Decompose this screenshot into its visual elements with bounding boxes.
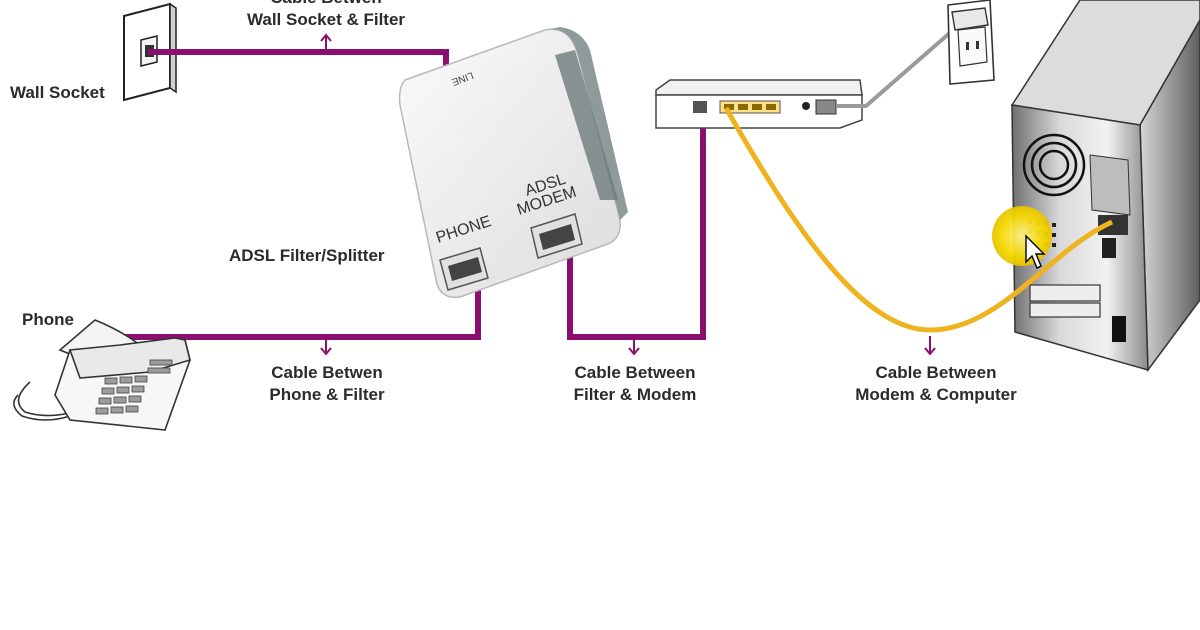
cable-phone-filter-line2: Phone & Filter [269, 385, 385, 404]
cable-wall-filter-line1: Cable Betwen [226, 0, 426, 9]
modem-router-icon [655, 79, 863, 129]
cable-phone-filter-line1: Cable Betwen [271, 363, 383, 382]
filter-label: ADSL Filter/Splitter [229, 246, 385, 265]
cable-wall-to-filter [148, 49, 449, 70]
cable-modem-computer-line2: Modem & Computer [855, 385, 1017, 404]
cable-filter-modem-line1: Cable Between [574, 363, 696, 382]
arrow-phone-filter [320, 340, 332, 356]
cable-wall-filter-line2: Wall Socket & Filter [246, 10, 406, 29]
cable-filter-modem-line2: Filter & Modem [573, 385, 697, 404]
computer-tower-icon [1010, 0, 1200, 373]
ethernet-cable-modem-to-computer [723, 106, 1114, 333]
arrow-wall-filter [320, 33, 332, 50]
adsl-splitter-icon: LINE PHONE ADSL MODEM [398, 27, 628, 299]
cable-phone-to-filter [118, 258, 481, 340]
cable-phone-filter-label: Cable Betwen Phone & Filter [227, 362, 427, 406]
telephone-icon [13, 319, 191, 431]
cable-wall-filter-label: Cable Betwen Wall Socket & Filter [226, 0, 426, 31]
arrow-filter-modem [628, 340, 640, 356]
mouse-cursor-icon [992, 206, 1052, 269]
arrow-modem-computer [924, 336, 936, 356]
power-cable [836, 22, 962, 108]
phone-label: Phone [22, 310, 74, 329]
cable-modem-computer-label: Cable Between Modem & Computer [826, 362, 1046, 406]
cable-modem-computer-line1: Cable Between [875, 363, 997, 382]
cable-filter-modem-label: Cable Between Filter & Modem [535, 362, 735, 406]
cable-filter-to-modem [567, 106, 706, 340]
label-arrows [320, 33, 936, 356]
wall-socket-label: Wall Socket [10, 83, 105, 102]
power-outlet-icon [947, 0, 995, 85]
